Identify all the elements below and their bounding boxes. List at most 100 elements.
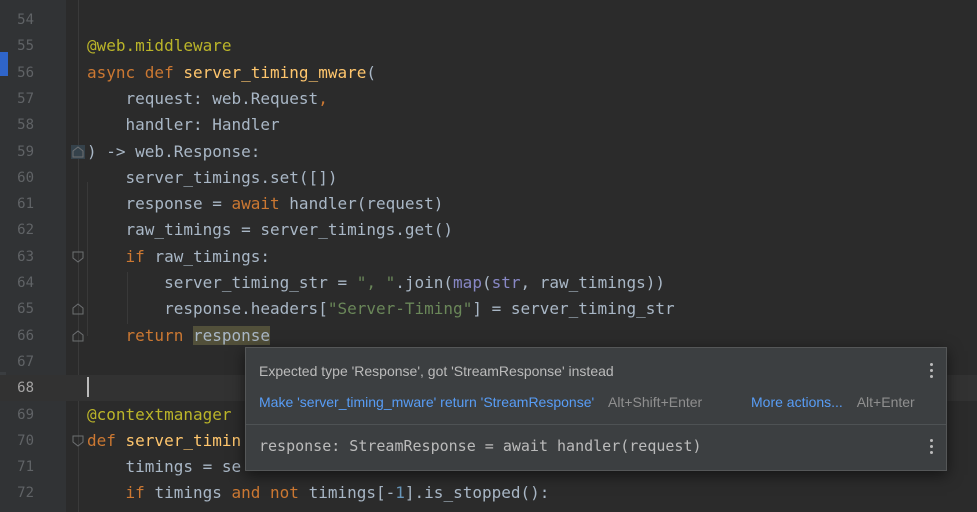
code-line[interactable]: 64 server_timing_str = ", ".join(map(str…: [0, 270, 977, 296]
code-token: .join(: [395, 273, 454, 292]
code-text[interactable]: @contextmanager: [87, 402, 232, 428]
line-number[interactable]: 69: [17, 406, 34, 423]
code-token: handler: Handler: [87, 115, 280, 135]
fold-end-icon[interactable]: [71, 144, 85, 159]
line-number[interactable]: 66: [17, 327, 34, 344]
line-number[interactable]: 60: [17, 169, 34, 186]
line-number[interactable]: 71: [17, 459, 34, 476]
line-number[interactable]: 68: [17, 380, 34, 397]
code-line[interactable]: 61 response = await handler(request): [0, 191, 977, 217]
code-text[interactable]: timings = se: [87, 454, 242, 480]
code-text[interactable]: server_timing_str = ", ".join(map(str, r…: [87, 270, 665, 296]
code-text[interactable]: @web.middleware: [87, 33, 232, 59]
code-token: timings[-: [308, 483, 396, 503]
code-token: if: [125, 246, 155, 266]
inspection-popup: Expected type 'Response', got 'StreamRes…: [245, 347, 947, 471]
code-token: handler(request): [289, 194, 444, 214]
line-number[interactable]: 63: [17, 248, 34, 265]
more-options-icon[interactable]: [927, 361, 937, 381]
quick-fix-link[interactable]: Make 'server_timing_mware' return 'Strea…: [259, 394, 595, 410]
more-actions-row: More actions... Alt+Enter: [751, 394, 915, 410]
more-actions-shortcut: Alt+Enter: [856, 394, 915, 410]
fold-collapse-icon[interactable]: [71, 250, 85, 264]
code-token: ] = server_timing_str: [472, 299, 675, 319]
fold-collapse-icon[interactable]: [71, 434, 85, 448]
code-token: [87, 483, 126, 502]
code-token: return: [125, 325, 193, 345]
code-line[interactable]: 60 server_timings.set([]): [0, 165, 977, 191]
code-line[interactable]: 71 timings = se: [0, 454, 977, 480]
fold-end-icon[interactable]: [71, 302, 85, 316]
code-line[interactable]: 55 @web.middleware: [0, 33, 977, 59]
line-number[interactable]: 56: [17, 64, 34, 81]
code-line[interactable]: 59 ) -> web.Response:: [0, 139, 977, 165]
code-token: 1: [395, 483, 405, 503]
code-token: if: [125, 483, 155, 503]
code-token: response =: [87, 194, 232, 214]
code-line[interactable]: 70 def server_timin: [0, 428, 977, 454]
line-number[interactable]: 57: [17, 90, 34, 107]
code-text[interactable]: server_timings.set([]): [87, 165, 338, 191]
code-text[interactable]: def server_timin: [87, 428, 241, 454]
line-number[interactable]: 54: [17, 12, 34, 28]
code-token: response.headers[: [87, 299, 328, 319]
code-text[interactable]: async def server_timing_mware(: [87, 60, 376, 86]
line-number[interactable]: 61: [17, 196, 34, 213]
line-number[interactable]: 65: [17, 301, 34, 318]
fold-end-icon[interactable]: [71, 329, 85, 343]
code-token: raw_timings = server_timings.get(): [87, 220, 454, 240]
code-token: and not: [231, 483, 309, 503]
code-token: timings: [154, 483, 232, 503]
code-line[interactable]: 69 @contextmanager: [0, 402, 977, 428]
line-number[interactable]: 67: [17, 353, 34, 370]
code-line[interactable]: 72 if timings and not timings[-1].is_sto…: [0, 480, 977, 506]
code-line[interactable]: 63 if raw_timings:: [0, 244, 977, 270]
code-token: (: [481, 273, 492, 292]
more-options-icon[interactable]: [927, 437, 937, 457]
line-number[interactable]: 62: [17, 222, 34, 239]
code-text[interactable]: handler: Handler: [87, 112, 280, 138]
code-token: (: [366, 62, 376, 82]
code-text[interactable]: if raw_timings:: [87, 244, 271, 270]
code-token: @contextmanager: [87, 404, 232, 424]
line-number[interactable]: 59: [17, 143, 34, 160]
code-token: server_timin: [125, 430, 242, 450]
code-line[interactable]: 54: [0, 7, 977, 33]
code-line[interactable]: 62 raw_timings = server_timings.get(): [0, 217, 977, 243]
code-token: str: [491, 273, 521, 292]
code-token: await: [231, 194, 290, 214]
more-actions-link[interactable]: More actions...: [751, 394, 843, 410]
vcs-change-marker[interactable]: [0, 52, 8, 76]
code-line[interactable]: 65 response.headers["Server-Timing"] = s…: [0, 296, 977, 322]
code-text[interactable]: if timings and not timings[-1].is_stoppe…: [87, 480, 550, 506]
code-line[interactable]: 57 request: web.Request,: [0, 86, 977, 112]
code-text[interactable]: response = await handler(request): [87, 191, 444, 217]
line-number-gutter[interactable]: [0, 0, 66, 512]
code-line[interactable]: 56 async def server_timing_mware(: [0, 60, 977, 86]
code-text[interactable]: request: web.Request,: [87, 86, 328, 112]
quick-fix-shortcut: Alt+Shift+Enter: [608, 394, 703, 410]
line-number[interactable]: 72: [17, 485, 34, 502]
line-number[interactable]: 64: [17, 275, 34, 291]
code-text[interactable]: return response: [87, 323, 271, 349]
code-line[interactable]: 66 return response: [0, 323, 977, 349]
type-signature: response: StreamResponse = await handler…: [259, 437, 702, 455]
code-token: map: [453, 273, 482, 292]
code-token: [87, 326, 126, 345]
line-number[interactable]: 70: [17, 432, 34, 449]
code-line[interactable]: 58 handler: Handler: [0, 112, 977, 138]
gutter-separator: [78, 0, 79, 512]
quick-fix-row: Make 'server_timing_mware' return 'Strea…: [259, 394, 702, 410]
code-token: server_timings.set([]): [87, 167, 338, 187]
code-token: @web.middleware: [87, 36, 232, 56]
code-text[interactable]: ) -> web.Response:: [87, 139, 260, 165]
code-text[interactable]: response.headers["Server-Timing"] = serv…: [87, 296, 675, 322]
code-token: timings = se: [87, 457, 242, 477]
code-token: [87, 247, 126, 266]
code-line[interactable]: 67: [0, 349, 977, 375]
code-token: async: [87, 62, 145, 82]
line-number[interactable]: 58: [17, 117, 34, 134]
code-token: request: web.Request: [87, 88, 319, 108]
code-text[interactable]: raw_timings = server_timings.get(): [87, 217, 454, 243]
line-number[interactable]: 55: [17, 38, 34, 55]
